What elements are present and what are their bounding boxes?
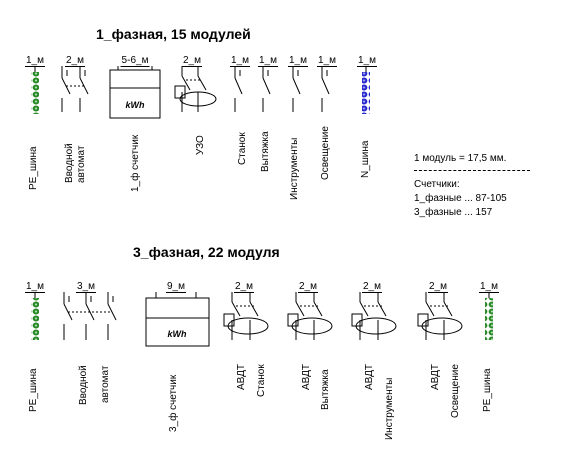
p2-pe-bus-left [31,292,39,340]
p2-main-breaker-icon [63,292,117,340]
p2-label-main-breaker-2: автомат [100,365,111,403]
p2-label-rcbo-1: АВДТ [236,363,247,390]
p2-meter-kwh: kWh [168,329,188,339]
p1-circuit-breaker-1-icon [234,66,243,112]
p2-label-machine: Станок [256,364,267,397]
p1-module-label-breaker: 2_м [65,55,85,67]
p1-label-n-bus: N_шина [360,140,371,178]
p1-label-lighting: Освещение [320,126,331,180]
p2-label-main-breaker-1: Вводной [78,365,89,405]
p1-label-pe-bus: PE_шина [28,146,39,190]
p1-rcd-icon [174,66,217,112]
p2-rcbo-1-icon [223,292,269,340]
p2-label-meter: 3_ф счетчик [168,374,179,432]
p2-module-label-rcbo1: 2_м [234,281,254,293]
note-meters-heading: Счетчики: [414,179,460,190]
p2-module-label-rcbo4: 2_м [428,281,448,293]
p2-label-pe-bus-left: PE_шина [28,368,39,412]
p2-label-lighting: Освещение [450,364,461,418]
p1-module-label-meter: 5-6_м [120,55,150,67]
p1-module-label-mcb4: 1_м [317,55,337,67]
p2-meter-icon: kWh [145,292,210,347]
p2-rcbo-3-icon [351,292,397,340]
p1-label-tools: Инструменты [289,137,300,200]
p2-label-pe-bus-right: PE_шина [482,368,493,412]
p1-n-bus [362,66,370,114]
panel1-title: 1_фазная, 15 модулей [96,26,251,42]
panel2-title: 3_фазная, 22 модуля [133,244,280,260]
note-three-phase: 3_фазные ... 157 [414,207,493,218]
p2-module-label-rcbo2: 2_м [298,281,318,293]
p1-label-main-breaker-2: автомат [76,145,87,183]
note-single-phase: 1_фазные ... 87-105 [414,193,507,204]
p2-label-tools: Инструменты [384,377,395,440]
p1-label-rcd: УЗО [195,135,206,155]
p2-rcbo-2-icon [287,292,333,340]
p2-label-exhaust: Вытяжка [320,369,331,410]
p1-circuit-breaker-2-icon [262,66,271,112]
p2-label-rcbo-2: АВДТ [301,363,312,390]
p1-label-exhaust: Вытяжка [260,131,271,172]
p1-module-label-mcb3: 1_м [288,55,308,67]
p1-pe-bus [31,66,39,114]
note-divider [414,170,530,171]
p1-module-label-n: 1_м [357,55,377,67]
p2-label-rcbo-4: АВДТ [430,363,441,390]
p1-module-label-mcb2: 1_м [258,55,278,67]
p1-main-breaker-icon [61,66,89,112]
p2-rcbo-4-icon [417,292,463,340]
p1-module-label-mcb1: 1_м [230,55,250,67]
p1-meter-kwh: kWh [126,100,146,110]
p1-label-main-breaker-1: Вводной [64,143,75,183]
p1-label-meter: 1_ф счетчик [130,134,141,192]
p1-label-machine: Станок [237,132,248,165]
note-module-size: 1 модуль = 17,5 мм. [414,153,507,164]
p1-module-label-rcd: 2_м [182,55,202,67]
p2-pe-bus-right [485,292,493,340]
p1-circuit-breaker-3-icon [292,66,301,112]
p1-circuit-breaker-4-icon [321,66,330,112]
p2-module-label-rcbo3: 2_м [362,281,382,293]
p2-label-rcbo-3: АВДТ [364,363,375,390]
p2-module-label-meter: 9_м [166,281,186,293]
p1-meter-icon: kWh [109,66,161,119]
